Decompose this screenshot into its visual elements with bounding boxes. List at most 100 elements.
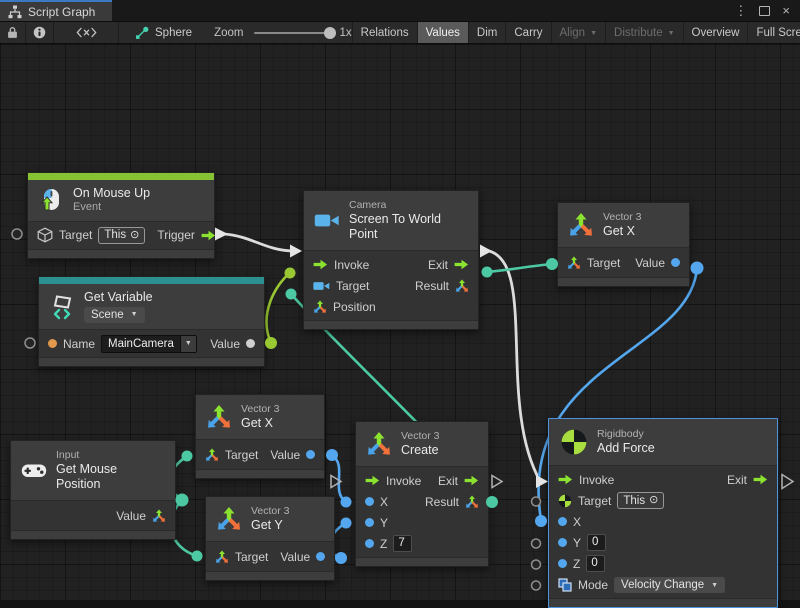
value-port[interactable] — [671, 258, 680, 268]
wire-endpoint[interactable] — [175, 493, 189, 507]
wire-endpoint[interactable] — [340, 496, 352, 508]
relations-button[interactable]: Relations — [353, 22, 418, 43]
values-button[interactable]: Values — [417, 22, 469, 43]
variable-icon — [49, 294, 75, 320]
target-this-pill[interactable]: This⊙ — [617, 492, 665, 510]
y-port[interactable] — [558, 538, 567, 548]
wire-endpoint[interactable] — [690, 261, 704, 275]
close-icon[interactable]: × — [782, 3, 790, 18]
graph-name: Sphere — [155, 26, 193, 39]
z-port[interactable] — [558, 559, 567, 569]
vector3-port-icon[interactable] — [152, 509, 166, 523]
wire-endpoint[interactable] — [535, 515, 547, 527]
value-port[interactable] — [316, 552, 326, 562]
unconnected-port[interactable] — [530, 538, 542, 549]
kebab-menu-icon[interactable]: ⋮ — [734, 3, 748, 18]
zoom-slider[interactable] — [253, 26, 336, 39]
invoke-port-arrow[interactable] — [365, 475, 380, 486]
graph-breadcrumb[interactable]: Sphere — [135, 22, 192, 43]
z-port[interactable] — [365, 539, 374, 549]
wire-endpoint[interactable] — [181, 450, 193, 462]
mode-dropdown[interactable]: Velocity Change▼ — [614, 576, 726, 593]
node-get-mouse-position[interactable]: Input Get Mouse Position Value — [10, 440, 176, 541]
flow-out-arrow[interactable] — [480, 244, 492, 258]
node-get-y[interactable]: Vector 3 Get Y Target Value — [205, 496, 335, 582]
target-this-pill[interactable]: This⊙ — [98, 226, 146, 244]
x-port[interactable] — [558, 517, 567, 527]
camera-icon — [314, 212, 340, 229]
node-vector3-create[interactable]: Vector 3 Create Invoke Exit X Result — [355, 421, 489, 568]
vector3-port-icon[interactable] — [313, 300, 327, 314]
wire-endpoint[interactable] — [326, 449, 338, 461]
exit-port-arrow[interactable] — [454, 259, 469, 270]
value-port[interactable] — [306, 450, 316, 460]
unconnected-port[interactable] — [530, 559, 542, 570]
trigger-port-arrow[interactable] — [201, 230, 216, 241]
variable-scope-dropdown[interactable]: Scene▼ — [84, 307, 145, 324]
vector3-port-icon[interactable] — [215, 550, 229, 564]
overview-button[interactable]: Overview — [684, 22, 749, 43]
align-button[interactable]: Align▼ — [552, 22, 607, 43]
z-value-input[interactable]: 0 — [586, 555, 606, 573]
node-screen-to-world-point[interactable]: Camera Screen To World Point Invoke Exit… — [303, 190, 479, 331]
node-category: Input — [55, 449, 80, 461]
name-port[interactable] — [48, 339, 57, 349]
invoke-port-arrow[interactable] — [313, 259, 328, 270]
unconnected-flow-port[interactable] — [491, 474, 504, 489]
wire-endpoint[interactable] — [340, 517, 352, 529]
wire-result-to-getx[interactable] — [486, 262, 553, 274]
unconnected-port[interactable] — [24, 337, 36, 349]
wire-endpoint[interactable] — [284, 267, 296, 279]
zoom-slider-handle[interactable] — [323, 26, 336, 39]
x-port[interactable] — [365, 497, 374, 507]
node-on-mouse-up[interactable]: On Mouse Up Event Target This⊙ Trigger — [27, 172, 215, 259]
node-get-x-top[interactable]: Vector 3 Get X Target Value — [557, 202, 690, 288]
unconnected-flow-port[interactable] — [781, 473, 795, 490]
wire-endpoint[interactable] — [335, 552, 347, 564]
y-port[interactable] — [365, 518, 374, 528]
value-port[interactable] — [246, 339, 255, 349]
graph-canvas[interactable]: On Mouse Up Event Target This⊙ Trigger — [0, 44, 800, 608]
inspect-button[interactable] — [26, 22, 54, 43]
vector3-port-icon[interactable] — [465, 495, 479, 509]
wire-exit-to-invoke[interactable] — [488, 249, 542, 482]
z-value-input[interactable]: 7 — [393, 535, 413, 553]
fullscreen-button[interactable]: Full Screen — [748, 22, 800, 43]
vector3-port-icon[interactable] — [205, 448, 219, 462]
carry-button[interactable]: Carry — [506, 22, 552, 43]
node-get-variable[interactable]: Get Variable Scene▼ Name MainCamera ▼ Va… — [38, 276, 265, 368]
maximize-icon[interactable] — [759, 5, 771, 16]
rigidbody-port-icon[interactable] — [558, 494, 572, 508]
invoke-port-arrow[interactable] — [558, 474, 573, 485]
flow-in-arrow[interactable] — [290, 244, 302, 258]
vector3-port-icon[interactable] — [455, 279, 469, 293]
wire-endpoint[interactable] — [481, 266, 493, 278]
unconnected-port[interactable] — [530, 496, 542, 507]
distribute-button[interactable]: Distribute▼ — [606, 22, 684, 43]
unconnected-flow-port[interactable] — [330, 474, 343, 489]
unconnected-port[interactable] — [11, 228, 23, 240]
variable-name-field[interactable]: MainCamera ▼ — [101, 334, 197, 353]
wire-endpoint[interactable] — [265, 337, 277, 349]
wire-endpoint[interactable] — [285, 288, 297, 300]
node-get-x-mid[interactable]: Vector 3 Get X Target Value — [195, 394, 325, 480]
camera-port-icon[interactable] — [313, 280, 330, 292]
wire-endpoint[interactable] — [191, 550, 203, 562]
y-value-input[interactable]: 0 — [587, 534, 607, 552]
field-dropdown-button[interactable]: ▼ — [179, 335, 196, 352]
flow-in-arrow[interactable] — [536, 475, 548, 488]
wire-variable-to-target[interactable] — [265, 271, 291, 344]
wire-getx-to-create-x[interactable] — [331, 453, 347, 504]
tab-script-graph[interactable]: Script Graph — [0, 0, 112, 21]
wire-trigger-to-invoke[interactable] — [223, 232, 295, 253]
unconnected-port[interactable] — [530, 580, 542, 591]
value-literals-button[interactable] — [54, 22, 119, 43]
node-add-force[interactable]: Rigidbody Add Force Invoke Exit Target T… — [548, 418, 778, 608]
exit-port-arrow[interactable] — [464, 475, 479, 486]
flow-out-arrow[interactable] — [215, 227, 228, 241]
dim-button[interactable]: Dim — [469, 22, 507, 43]
lock-button[interactable] — [0, 22, 26, 43]
vector3-port-icon[interactable] — [567, 256, 581, 270]
exit-port-arrow[interactable] — [753, 474, 768, 485]
